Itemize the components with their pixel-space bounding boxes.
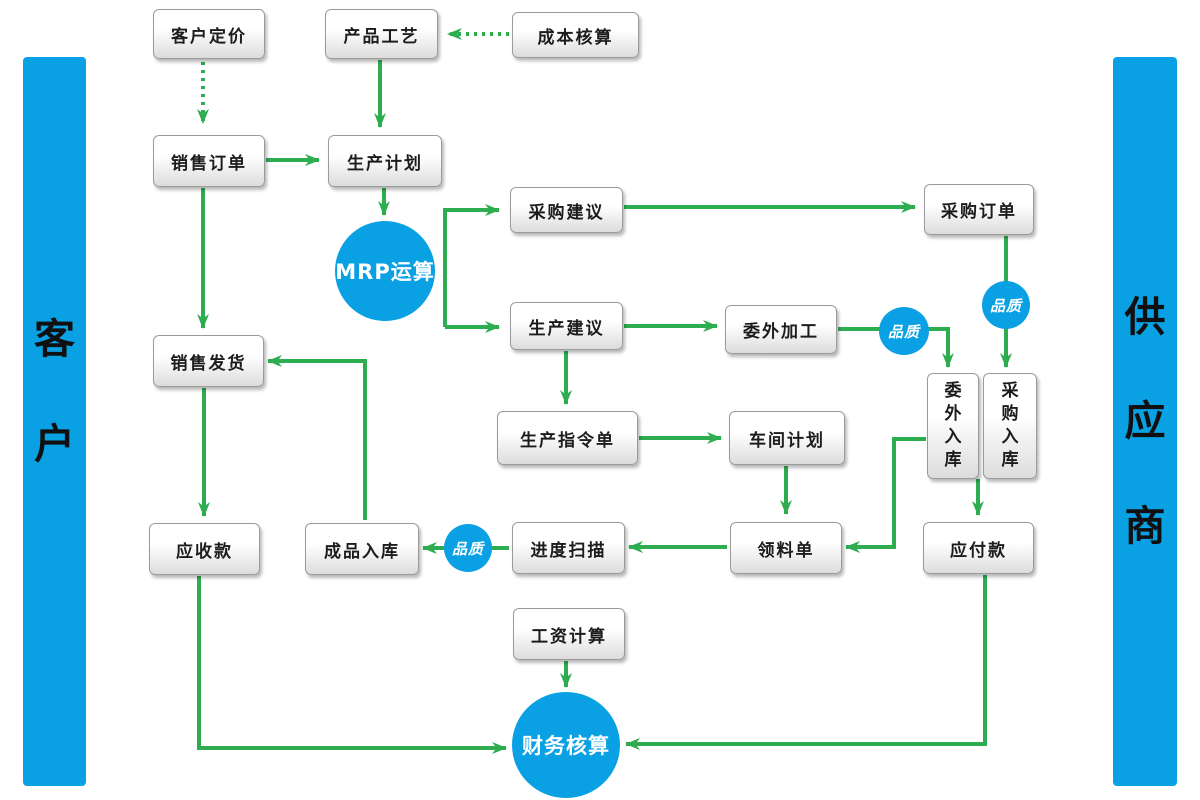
node-purchase-suggestion-label: 采购建议 — [528, 202, 605, 223]
node-finished-goods-inbound: 成品入库 — [305, 523, 419, 575]
node-mrp-calculation: MRP运算 — [335, 221, 435, 321]
node-mrp-calculation-label: MRP运算 — [335, 260, 435, 284]
node-product-process-label: 产品工艺 — [343, 26, 420, 47]
node-sales-order: 销售订单 — [153, 135, 265, 187]
node-outsourcing-process-label: 委外加工 — [743, 322, 819, 342]
node-purchase-order-label: 采购订单 — [941, 202, 1017, 222]
edge-payable-to-financial — [625, 575, 987, 750]
node-production-instruction: 生产指令单 — [497, 411, 638, 465]
node-progress-scan-label: 进度扫描 — [530, 540, 607, 561]
quality-badge-finished-goods: 品质 — [444, 524, 492, 572]
node-progress-scan: 进度扫描 — [512, 522, 625, 574]
node-cost-accounting-label: 成本核算 — [537, 27, 614, 48]
node-workshop-plan-label: 车间计划 — [749, 430, 825, 451]
node-finished-goods-inbound-label: 成品入库 — [324, 541, 400, 562]
node-purchase-inbound-label: 采购入库 — [1001, 381, 1019, 470]
supplier-sidebar-label: 供应商 — [1124, 292, 1166, 550]
edge-receivable-to-financial — [197, 576, 507, 754]
node-purchase-order: 采购订单 — [924, 184, 1034, 235]
node-workshop-plan: 车间计划 — [729, 411, 845, 465]
edge-finished-goods-to-sales-delivery — [267, 355, 367, 520]
node-salary-calculation: 工资计算 — [513, 608, 625, 660]
node-accounts-receivable-label: 应收款 — [176, 541, 233, 562]
node-material-requisition: 领料单 — [730, 522, 842, 574]
node-material-requisition-label: 领料单 — [757, 540, 815, 561]
node-customer-pricing-label: 客户定价 — [171, 26, 247, 47]
node-sales-order-label: 销售订单 — [171, 153, 247, 174]
node-sales-delivery: 销售发货 — [153, 335, 264, 387]
supplier-sidebar: 供应商 — [1113, 57, 1177, 786]
node-customer-pricing: 客户定价 — [153, 9, 265, 59]
node-production-suggestion-label: 生产建议 — [528, 318, 605, 339]
customer-sidebar-label: 客户 — [33, 314, 75, 468]
node-financial-accounting: 财务核算 — [512, 692, 620, 798]
quality-badge-finished-goods-label: 品质 — [451, 539, 484, 558]
node-accounts-payable: 应付款 — [923, 522, 1034, 574]
node-product-process: 产品工艺 — [325, 9, 438, 59]
node-production-suggestion: 生产建议 — [510, 302, 623, 350]
quality-badge-outsourcing: 品质 — [879, 307, 929, 355]
quality-badge-purchase: 品质 — [982, 281, 1030, 329]
node-accounts-receivable: 应收款 — [149, 523, 260, 575]
node-purchase-inbound: 采购入库 — [983, 373, 1037, 479]
edge-mrp-to-purchase-suggestion — [443, 204, 500, 327]
customer-sidebar: 客户 — [23, 57, 86, 786]
node-sales-delivery-label: 销售发货 — [170, 353, 247, 374]
quality-badge-purchase-label: 品质 — [989, 296, 1022, 315]
node-production-plan-label: 生产计划 — [347, 153, 423, 174]
node-production-plan: 生产计划 — [328, 135, 442, 187]
node-outsourcing-inbound-label: 委外入库 — [944, 381, 962, 470]
edge-outsourcing-inbound-to-requisition — [845, 437, 926, 553]
node-production-instruction-label: 生产指令单 — [520, 430, 615, 451]
node-purchase-suggestion: 采购建议 — [510, 187, 623, 233]
node-outsourcing-inbound: 委外入库 — [927, 373, 979, 479]
node-accounts-payable-label: 应付款 — [950, 540, 1007, 561]
quality-badge-outsourcing-label: 品质 — [887, 322, 920, 341]
edge-outsourcing-to-outsourcing-inbound — [838, 327, 954, 368]
node-financial-accounting-label: 财务核算 — [522, 734, 610, 758]
node-cost-accounting: 成本核算 — [512, 12, 639, 58]
node-salary-calculation-label: 工资计算 — [531, 626, 607, 647]
node-outsourcing-process: 委外加工 — [725, 305, 837, 354]
